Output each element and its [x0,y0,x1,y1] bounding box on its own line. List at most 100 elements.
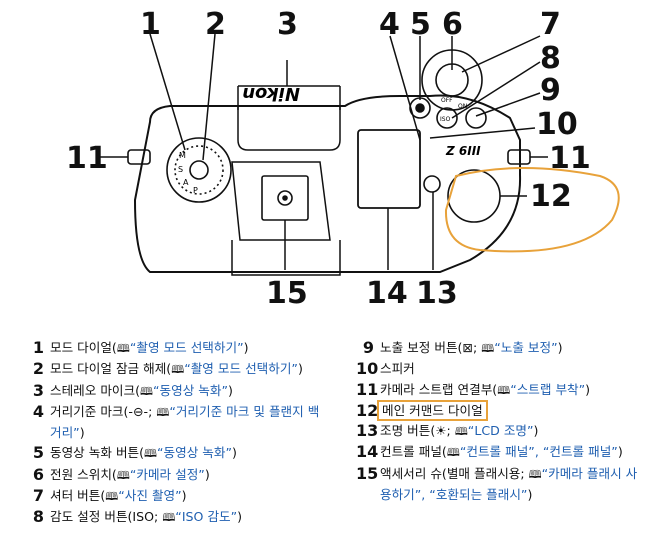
legend-number: 13 [356,421,379,441]
book-icon: 🕮 [144,447,158,461]
book-icon: 🕮 [105,490,119,504]
iso-label: ISO [440,116,451,123]
cross-reference-link[interactable]: “LCD 조명” [467,423,534,439]
legend-text: 스피커 [380,361,415,377]
nikon-logo: Nikon [242,83,300,104]
book-icon: 🕮 [116,342,130,355]
callout-1: 1 [140,7,161,42]
legend-text: 감도 설정 버튼(ISO; [50,509,163,525]
legend-number: 1 [32,338,44,357]
legend-text: 전원 스위치( [50,466,117,482]
cross-reference-link[interactable]: “컨트롤 패널”, “컨트롤 패널” [459,444,618,460]
book-icon: 🕮 [171,363,185,377]
cross-reference-link[interactable]: “카메라 플래시 사용하기”, “호환되는 플래시” [380,465,638,503]
cross-reference-link[interactable]: “촬영 모드 선택하기” [184,361,298,377]
legend-entry-6: 6 전원 스위치(🕮 “카메라 설정”) [26,465,326,486]
dial-letter-a: A [183,178,189,187]
legend-text: 조명 버튼(☀; [380,423,455,439]
leader-lines [100,33,548,270]
callout-12: 12 [530,179,572,214]
book-icon: 🕮 [116,468,130,482]
cross-reference-link[interactable]: “거리기준 마크 및 플랜지 백 거리” [50,403,320,441]
callout-11-right: 11 [549,141,591,176]
legend-number: 6 [32,464,44,484]
legend-number: 3 [32,380,44,400]
legend-number: 7 [32,486,44,506]
legend-tail: ) [527,487,533,503]
legend-tail: ) [237,509,243,525]
book-icon: 🕮 [528,467,542,481]
cross-reference-link[interactable]: “촬영 모드 선택하기” [129,340,244,355]
cross-reference-link[interactable]: “ISO 감도” [175,509,238,525]
book-icon: 🕮 [454,425,468,439]
book-icon: 🕮 [481,342,495,355]
camera-top-view-figure: M S A P Nikon OFF ON ISO Z 6III [66,7,620,311]
main-command-dial-drawing [423,169,501,223]
mode-dial [166,137,232,203]
legend-tail: ) [232,445,237,461]
cross-reference-link[interactable]: “동영상 녹화” [153,382,228,398]
legend-text: 액세서리 슈(별매 플래시용; [380,465,529,481]
legend-tail: ) [204,466,210,482]
accessory-shoe [261,175,309,221]
legend-text: 메인 커맨드 다이얼 [377,399,488,421]
legend-tail: ) [585,381,591,397]
legend-text: 스테레오 마이크( [50,382,141,398]
legend-text: 모드 다이얼( [50,340,117,355]
cross-reference-link[interactable]: “동영상 녹화” [157,445,232,461]
legend-number: 8 [32,507,44,527]
legend-number: 12 [356,400,379,420]
cross-reference-link[interactable]: “노출 보정” [494,340,558,355]
callout-4: 4 [379,7,400,42]
legend-text: 카메라 스트랩 연결부( [380,381,498,397]
callout-13: 13 [416,276,458,311]
legend-number: 10 [356,359,379,379]
callout-8: 8 [540,41,561,76]
callout-9: 9 [540,73,561,108]
callout-15: 15 [266,276,308,311]
cross-reference-link[interactable]: “카메라 설정” [129,466,205,482]
book-icon: 🕮 [497,383,511,397]
book-icon: 🕮 [140,384,154,398]
dial-letter-s: S [178,165,183,174]
legend-tail: ) [617,444,623,460]
book-icon: 🕮 [446,446,460,460]
legend-text: 노출 보정 버튼(⊠; [380,340,482,355]
legend-tail: ) [297,361,303,377]
cross-reference-link[interactable]: “스트랩 부착” [510,381,586,397]
legend-text: 거리기준 마크(-⊖-; [50,403,157,419]
legend-tail: ) [557,340,563,355]
camera-body [133,94,522,276]
callout-11-left: 11 [66,141,108,176]
book-icon: 🕮 [156,405,170,419]
highlight-outline [444,167,620,253]
callout-2: 2 [205,7,226,42]
legend-tail: ) [79,425,85,441]
legend-text: 동영상 녹화 버튼( [50,445,145,461]
book-icon: 🕮 [162,511,176,525]
callout-14: 14 [366,276,408,311]
callout-7: 7 [540,7,561,42]
callout-10: 10 [536,107,578,142]
callout-3: 3 [277,7,298,42]
callout-6: 6 [442,7,463,42]
legend-text: 셔터 버튼( [50,488,106,504]
legend-number: 14 [356,442,379,462]
dial-letter-m: M [179,151,186,160]
cross-reference-link[interactable]: “사진 촬영” [118,488,182,504]
legend-number: 15 [356,463,379,483]
dial-letter-p: P [193,186,198,195]
legend-entry-8: 8 감도 설정 버튼(ISO; 🕮 “ISO 감도”) [26,507,326,528]
